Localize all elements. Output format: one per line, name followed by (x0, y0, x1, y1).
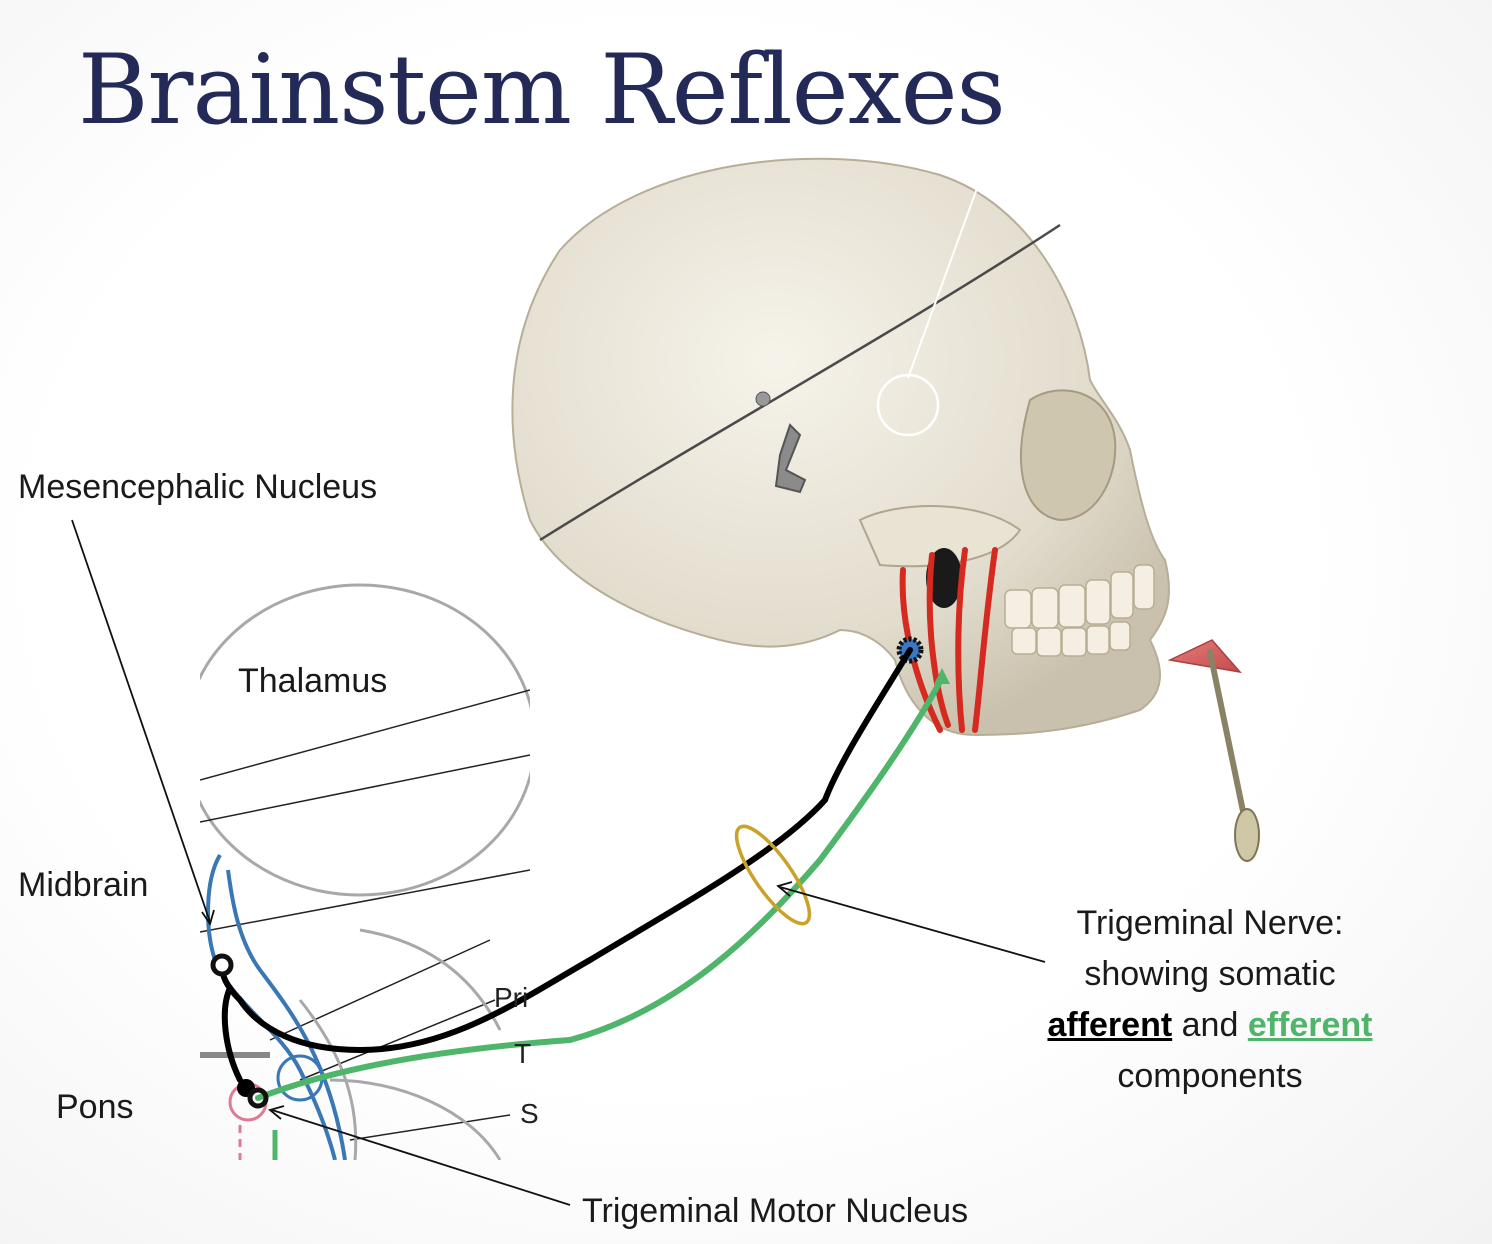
label-pointer-lines (71, 519, 1046, 1206)
efferent-pathway (255, 675, 945, 1101)
caption-line-3: afferent and efferent (1010, 1000, 1410, 1051)
nerve-ring (734, 824, 812, 926)
reflex-hammer-icon (1167, 639, 1260, 862)
caption-line-1: Trigeminal Nerve: (1076, 904, 1344, 942)
efferent-term: efferent (1247, 1006, 1373, 1044)
afferent-pathway (219, 647, 913, 1054)
label-pons: Pons (56, 1088, 134, 1126)
mesencephalic-nucleus-marker (210, 953, 234, 977)
afferent-branch (221, 985, 243, 1083)
slide-title: Brainstem Reflexes (78, 34, 1006, 146)
afferent-term: afferent (1047, 1006, 1173, 1044)
label-trigeminal-motor-nucleus: Trigeminal Motor Nucleus (582, 1192, 969, 1230)
caption-and: and (1181, 1006, 1239, 1044)
label-t: T (514, 1038, 532, 1069)
label-mesencephalic-nucleus: Mesencephalic Nucleus (18, 468, 378, 506)
skull-illustration (511, 157, 1171, 737)
label-s: S (520, 1098, 539, 1129)
trigeminal-nerve-caption: Trigeminal Nerve: showing somatic affere… (1010, 898, 1410, 1102)
caption-line-2: showing somatic (1084, 955, 1336, 993)
label-thalamus: Thalamus (238, 662, 388, 700)
caption-line-4: components (1117, 1057, 1303, 1095)
label-pri: Pri (494, 982, 529, 1013)
teeth (1004, 564, 1155, 657)
motor-nucleus-marker (247, 1087, 269, 1109)
label-midbrain: Midbrain (18, 866, 149, 904)
